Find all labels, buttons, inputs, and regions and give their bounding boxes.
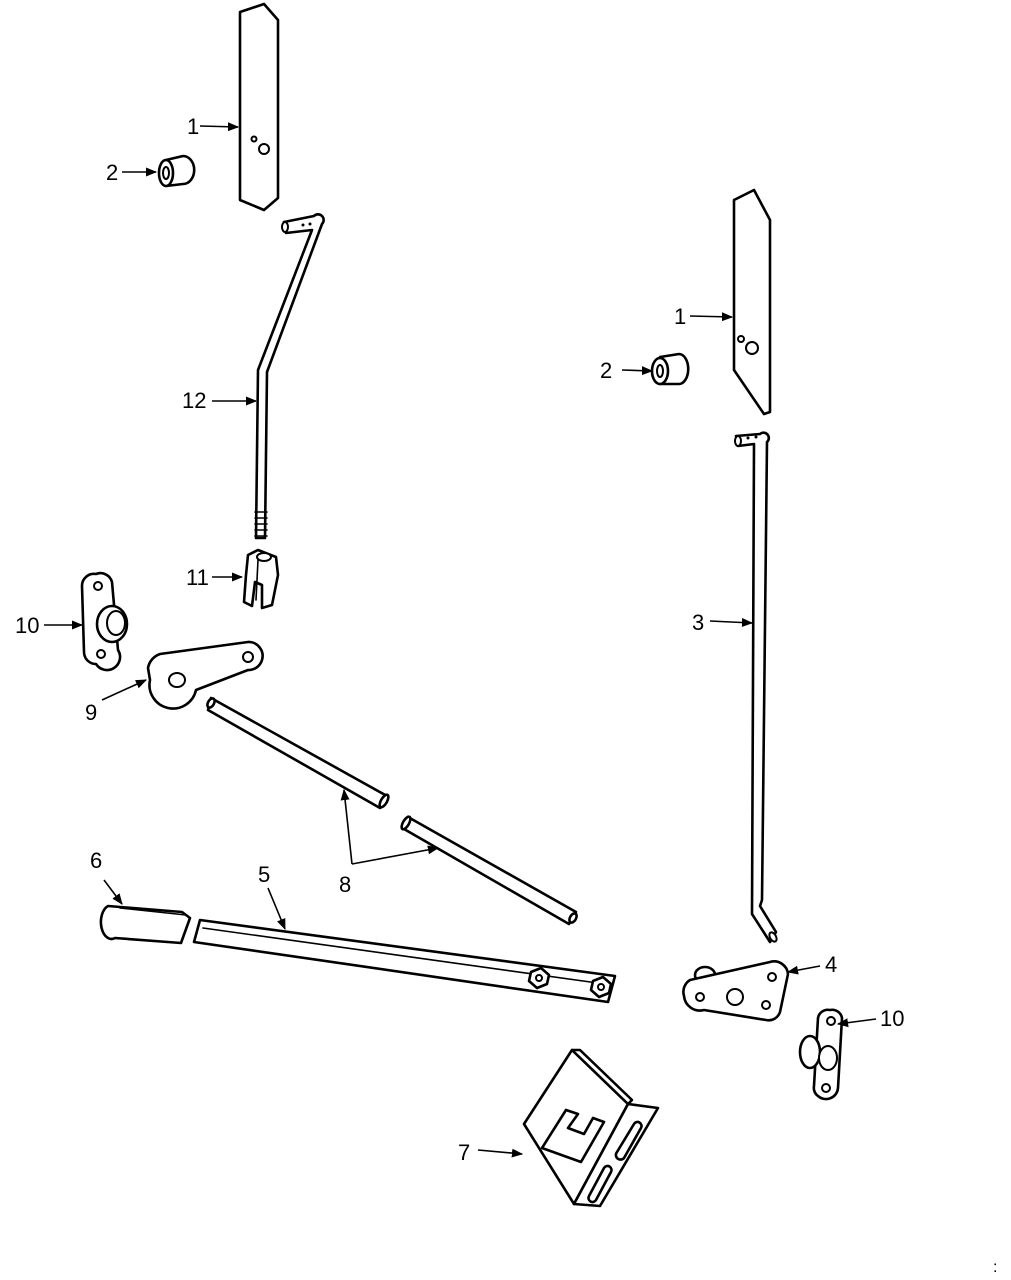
lever-arm-part-9	[146, 640, 264, 710]
callout-6: 6	[90, 848, 102, 873]
end-cap-part-6	[99, 904, 192, 945]
callout-1-right: 1	[674, 304, 686, 329]
spacer-part-2-left	[157, 154, 196, 188]
callout-4: 4	[825, 952, 837, 977]
angle-bracket-part-7	[522, 1048, 660, 1208]
plate-part-1-right	[732, 188, 772, 416]
spacer-part-2-right	[650, 352, 690, 386]
callout-5: 5	[258, 862, 270, 887]
callout-11: 11	[186, 565, 209, 590]
callout-3: 3	[692, 610, 704, 635]
leader-lines	[44, 122, 877, 1158]
callout-10-left: 10	[15, 613, 39, 638]
clip-part-11	[242, 548, 280, 610]
callout-9: 9	[85, 700, 97, 725]
corner-mark: :	[993, 1259, 997, 1276]
callout-7: 7	[458, 1140, 470, 1165]
callout-2-right: 2	[600, 358, 612, 383]
flange-bushing-part-10-right	[798, 1008, 844, 1101]
callout-8: 8	[339, 872, 351, 897]
bracket-plate-part-4	[682, 960, 790, 1022]
rod-part-8-upper	[206, 696, 390, 810]
callout-10-right: 10	[880, 1006, 904, 1031]
rod-part-8-lower	[400, 815, 578, 926]
rod-part-3	[734, 431, 778, 944]
rod-part-12	[254, 213, 325, 540]
callout-1-left: 1	[187, 114, 199, 139]
flange-bushing-part-10-left	[80, 571, 129, 672]
callout-12: 12	[182, 388, 206, 413]
plate-part-1-left	[238, 2, 280, 212]
bar-part-5	[192, 918, 617, 1004]
callout-2-left: 2	[106, 160, 118, 185]
